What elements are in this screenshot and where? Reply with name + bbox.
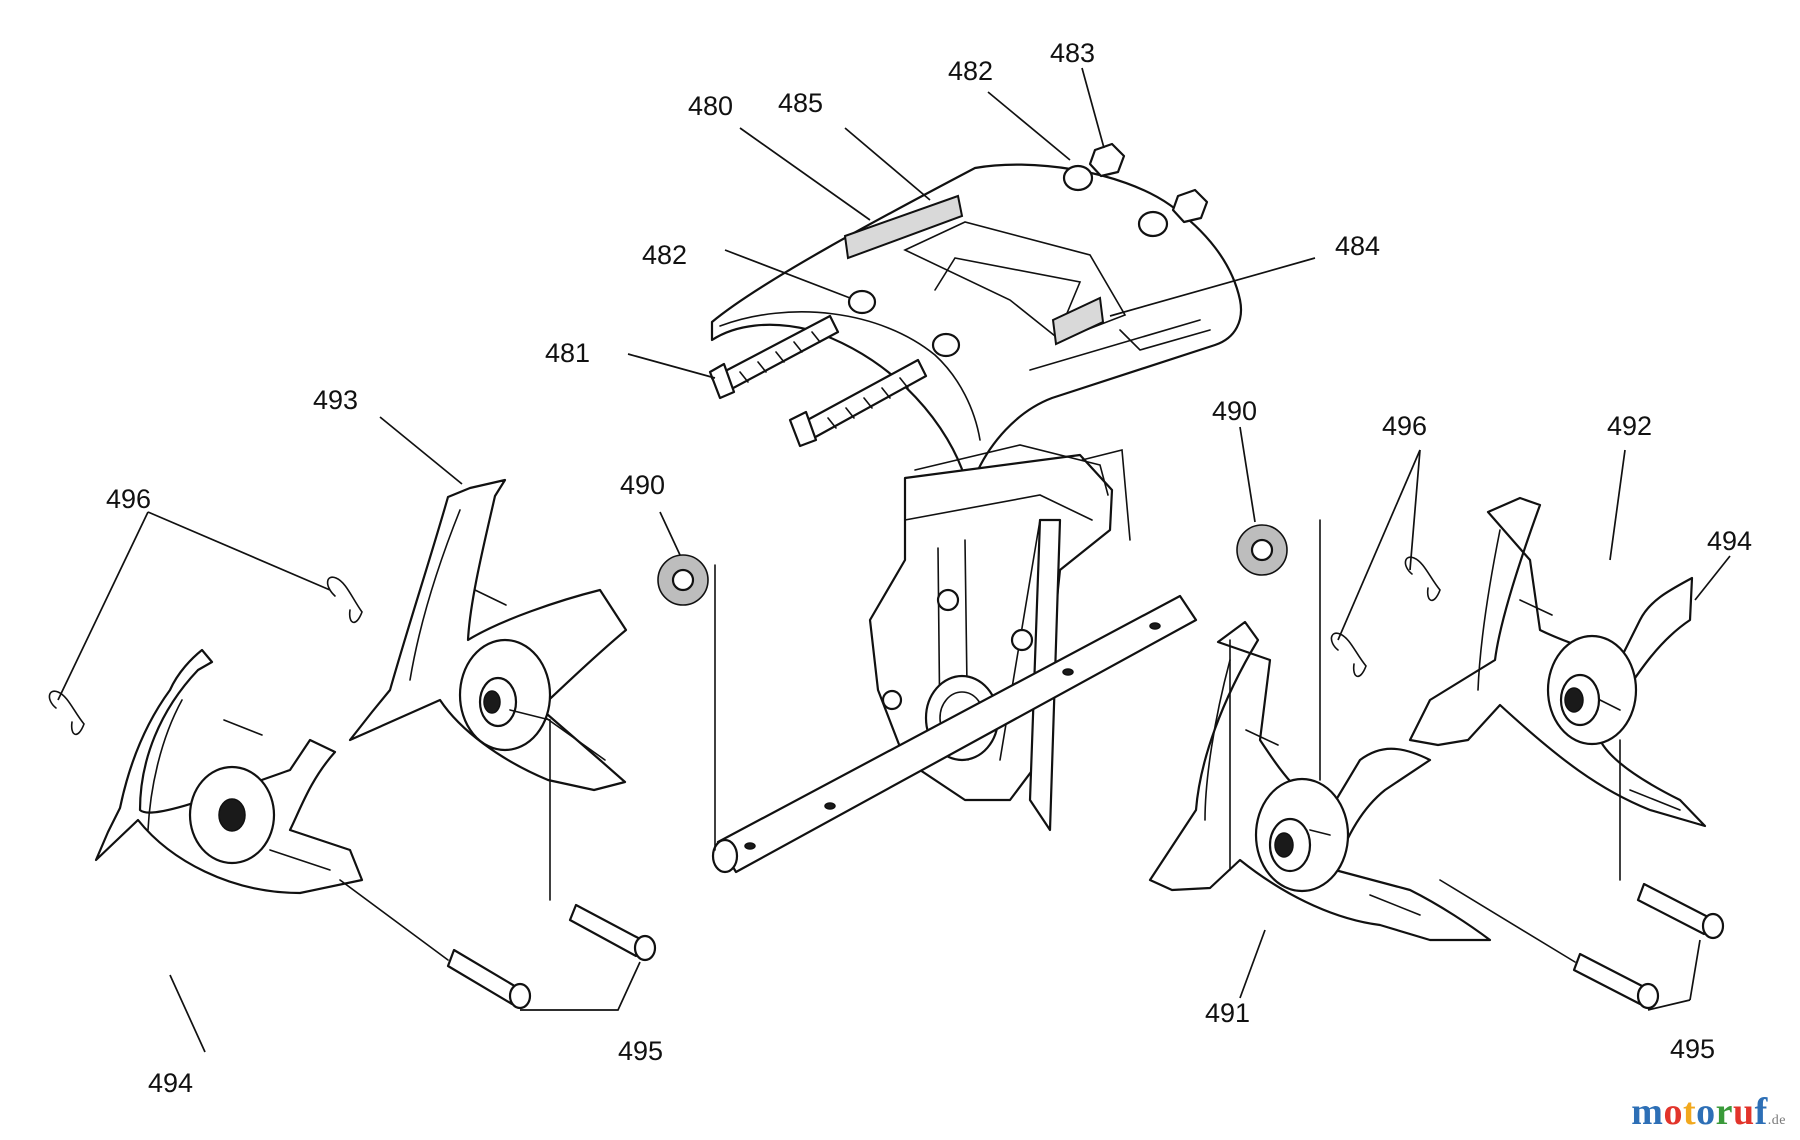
logo-wordmark: motoruf (1631, 1091, 1767, 1133)
callout-490: 490 (620, 470, 665, 500)
callout-labels: 480 485 482 483 482 484 481 493 496 490 … (106, 38, 1752, 1098)
logo-tld: .de (1767, 1113, 1786, 1128)
tine-493 (348, 478, 628, 792)
callout-495: 495 (1670, 1034, 1715, 1064)
motoruf-logo: motoruf.de (1631, 1090, 1786, 1134)
callout-482: 482 (948, 56, 993, 86)
callout-483: 483 (1050, 38, 1095, 68)
logo-letter: t (1682, 1091, 1697, 1133)
callout-494: 494 (148, 1068, 193, 1098)
logo-letter: m (1631, 1091, 1664, 1133)
callout-496: 496 (1382, 411, 1427, 441)
hairpin-clips (48, 556, 1441, 736)
tine-shield (710, 163, 1243, 480)
callout-484: 484 (1335, 231, 1380, 261)
callout-485: 485 (778, 88, 823, 118)
shield-hardware (847, 142, 1209, 358)
callout-494: 494 (1707, 526, 1752, 556)
callout-481: 481 (545, 338, 590, 368)
clevis-pins (446, 882, 1725, 1010)
callout-492: 492 (1607, 411, 1652, 441)
logo-letter: o (1663, 1091, 1683, 1133)
logo-letter: o (1696, 1091, 1716, 1133)
logo-letter: f (1754, 1091, 1768, 1133)
tine-axle (711, 594, 1198, 874)
tine-492 (1408, 496, 1707, 828)
decal-484 (1051, 296, 1105, 346)
tine-494-left (94, 648, 364, 895)
callout-493: 493 (313, 385, 358, 415)
leader-lines (57, 67, 1731, 1053)
callout-495: 495 (618, 1036, 663, 1066)
callout-491: 491 (1205, 998, 1250, 1028)
callout-490: 490 (1212, 396, 1257, 426)
logo-letter: r (1715, 1091, 1733, 1133)
logo-letter: u (1732, 1091, 1755, 1133)
tine-491 (1148, 620, 1492, 942)
shield-bolts (708, 314, 928, 448)
callout-482: 482 (642, 240, 687, 270)
callout-480: 480 (688, 91, 733, 121)
decal-485 (843, 194, 964, 260)
callout-496: 496 (106, 484, 151, 514)
